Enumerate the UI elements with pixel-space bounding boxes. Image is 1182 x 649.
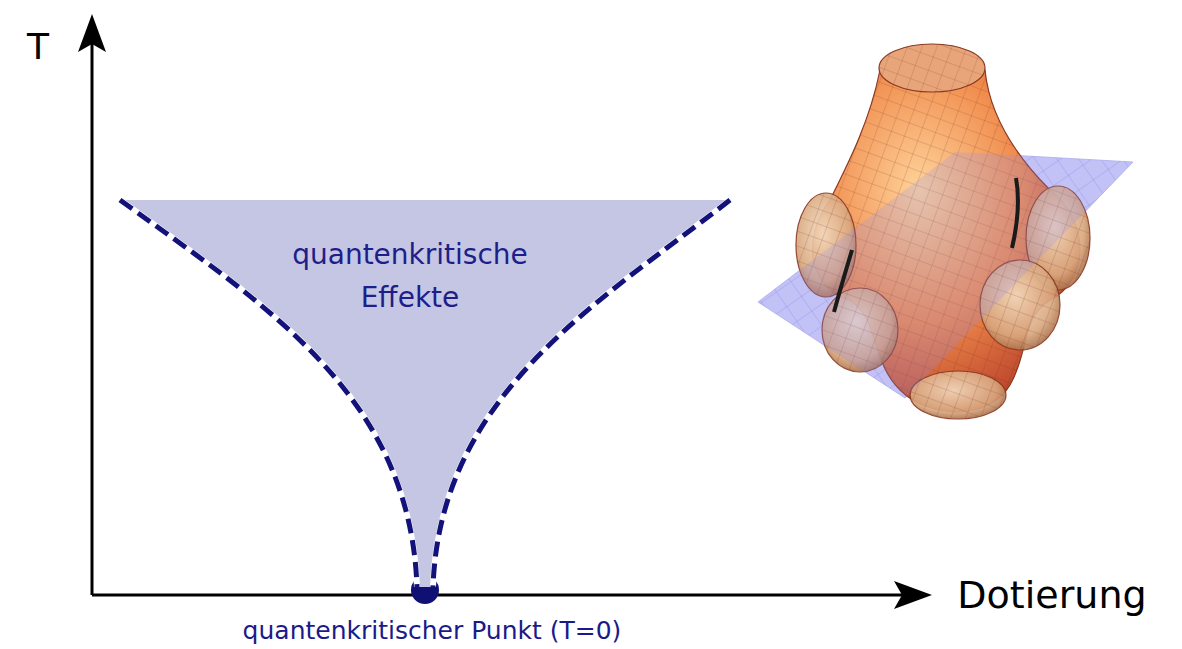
fermi-surface [758,44,1133,419]
shaded-region: quantenkritische Effekte [115,195,735,595]
region-label: quantenkritische Effekte [260,233,560,320]
axis-label: T [27,26,49,67]
axis-label: Dotierung [957,573,1146,617]
point-label: quantenkritischer Punkt (T=0) [243,616,622,645]
